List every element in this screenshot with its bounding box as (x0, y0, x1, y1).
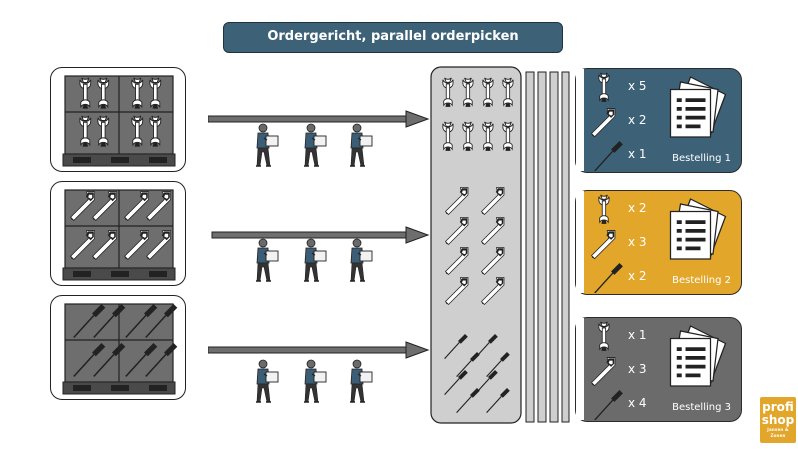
screwdriver-icon (593, 262, 624, 293)
worker-icon (349, 238, 373, 282)
order-label: Bestelling 2 (672, 275, 731, 286)
order-quantity: x 1 (628, 147, 647, 161)
diagram-title: Ordergericht, parallel orderpicken (223, 22, 563, 53)
order-pickers-row-1 (255, 123, 373, 167)
consolidation-rack (430, 66, 570, 424)
order-quantity: x 3 (628, 362, 647, 376)
order-label: Bestelling 3 (672, 402, 731, 413)
worker-icon (303, 238, 327, 282)
order-quantity: x 2 (628, 201, 647, 215)
worker-icon (349, 359, 373, 403)
saw-icon (591, 357, 616, 387)
order-quantity: x 1 (628, 328, 647, 342)
worker-icon (303, 359, 327, 403)
order-pickers-row-3 (255, 359, 373, 403)
order-quantity: x 2 (628, 113, 647, 127)
wrench-icon (598, 72, 610, 103)
order-quantity: x 2 (628, 269, 647, 283)
order-quantity: x 4 (628, 396, 647, 410)
worker-icon (303, 123, 327, 167)
flow-arrow-1 (208, 110, 430, 128)
source-pallet-saws (50, 181, 186, 286)
wrench-icon (598, 194, 610, 225)
profishop-logo: profi shop Jansen & Zonen (760, 397, 796, 443)
order-document-icon (669, 76, 727, 138)
saw-icon (591, 108, 616, 138)
worker-icon (349, 123, 373, 167)
source-pallet-wrenches (50, 67, 186, 172)
order-document-icon (669, 198, 727, 260)
worker-icon (255, 238, 279, 282)
order-pickers-row-2 (255, 238, 373, 282)
order-card-3: x 1 x 3 x 4 Bestelling 3 (575, 317, 742, 422)
order-label: Bestelling 1 (672, 153, 731, 164)
order-document-icon (669, 325, 727, 387)
worker-icon (255, 123, 279, 167)
flow-arrow-2 (211, 226, 430, 244)
order-quantity: x 5 (628, 79, 647, 93)
order-quantity: x 3 (628, 235, 647, 249)
order-card-1: x 5 x 2 x 1 Bestelling 1 (575, 68, 742, 173)
worker-icon (255, 359, 279, 403)
order-card-2: x 2 x 3 x 2 Bestelling 2 (575, 190, 742, 295)
screwdriver-icon (593, 140, 624, 171)
wrench-icon (598, 321, 610, 352)
source-pallet-screwdrivers (50, 295, 186, 400)
saw-icon (591, 230, 616, 260)
flow-arrow-3 (208, 341, 430, 359)
screwdriver-icon (593, 389, 624, 420)
